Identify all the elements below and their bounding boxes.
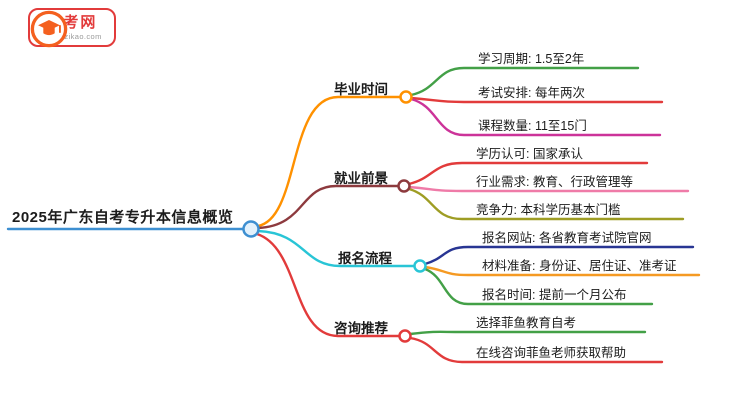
leaf-label-course-count: 课程数量: 11至15门 <box>478 119 587 133</box>
branch-curve-graduation-time <box>256 95 402 228</box>
leaf-label-registration-website: 报名网站: 各省教育考试院官网 <box>482 231 652 245</box>
site-logo: 自考网 zikao-zikao.com <box>28 8 116 48</box>
leaf-label-exam-schedule: 考试安排: 每年两次 <box>478 86 585 100</box>
leaf-label-online-consult: 在线咨询菲鱼老师获取帮助 <box>476 346 627 360</box>
node-circle-graduation-time[interactable] <box>399 90 413 104</box>
leaf-label-study-period: 学习周期: 1.5至2年 <box>478 52 585 66</box>
leaf-label-competitiveness: 竞争力: 本科学历基本门槛 <box>476 203 621 217</box>
leaf-label-materials: 材料准备: 身份证、居住证、准考证 <box>482 259 677 273</box>
leaf-label-choose-feiyu: 选择菲鱼教育自考 <box>476 316 577 330</box>
leaf-label-industry-demand: 行业需求: 教育、行政管理等 <box>476 175 633 189</box>
leaf-line-course-count <box>409 97 662 137</box>
logo-subtitle: zikao-zikao.com <box>42 32 102 41</box>
branch-label-career-prospects: 就业前景 <box>334 171 388 186</box>
branch-curve-consultation <box>255 232 401 338</box>
leaf-line-exam-schedule <box>409 96 664 104</box>
node-circle-registration-process[interactable] <box>413 259 427 273</box>
leaf-line-registration-website <box>423 245 695 266</box>
leaf-line-industry-demand <box>407 185 690 193</box>
leaf-line-competitiveness <box>407 187 685 221</box>
leaf-line-choose-feiyu <box>408 330 647 336</box>
leaf-line-study-period <box>409 66 640 97</box>
leaf-line-materials <box>423 265 701 277</box>
leaf-line-registration-time <box>423 267 654 306</box>
leaf-label-recognition: 学历认可: 国家承认 <box>476 147 583 161</box>
branch-curve-career-prospects <box>256 184 400 230</box>
branch-label-registration-process: 报名流程 <box>338 251 392 266</box>
node-circle-career-prospects[interactable] <box>397 179 411 193</box>
leaf-line-recognition <box>407 161 649 186</box>
node-circle-consultation[interactable] <box>398 329 412 343</box>
branch-curve-registration-process <box>256 229 416 268</box>
central-node-circle[interactable] <box>242 220 260 238</box>
branch-label-graduation-time: 毕业时间 <box>334 82 388 97</box>
leaf-label-registration-time: 报名时间: 提前一个月公布 <box>482 288 627 302</box>
leaf-line-online-consult <box>408 336 664 364</box>
central-topic-label: 2025年广东自考专升本信息概览 <box>12 209 234 226</box>
branch-label-consultation: 咨询推荐 <box>334 321 388 336</box>
